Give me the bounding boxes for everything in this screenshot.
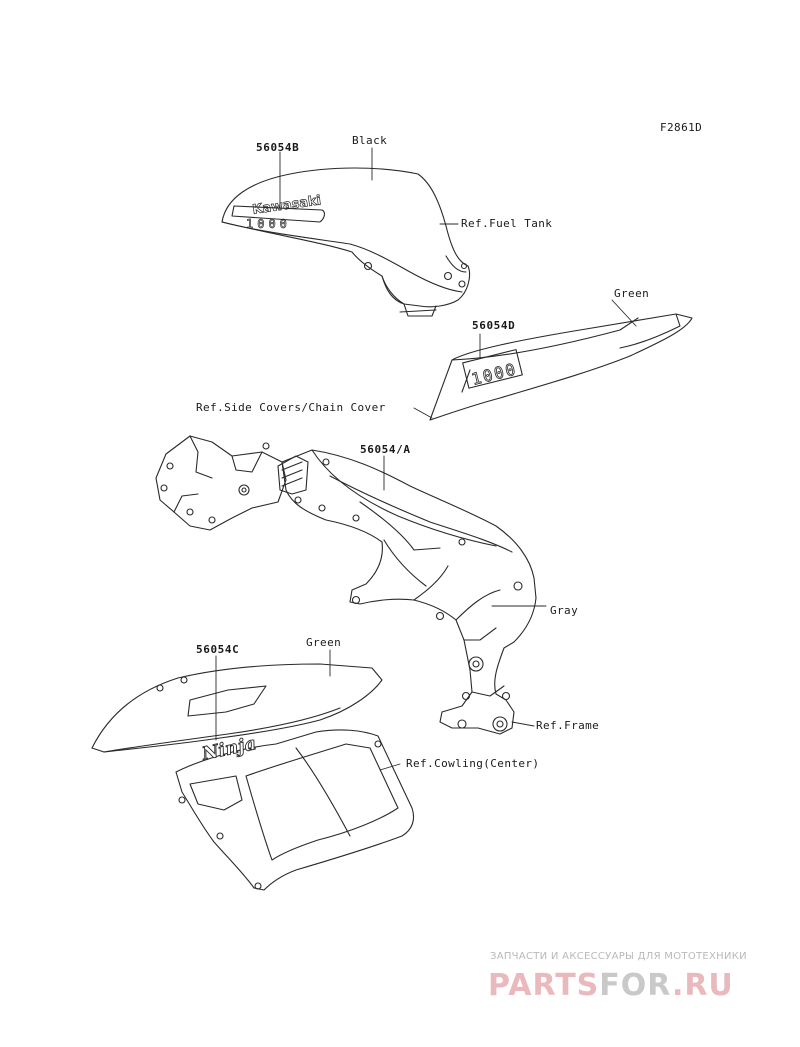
label-green-bottom: Green (306, 636, 342, 649)
cowling-bolt (180, 676, 188, 684)
cowling-bolt (156, 684, 164, 692)
label-green-top: Green (614, 287, 650, 300)
frame-bolt (513, 581, 523, 591)
fuel-tank-drawing (221, 167, 471, 317)
cowling-bolt (216, 832, 224, 840)
frame-bolt (160, 484, 168, 492)
tank-mount-bolt (363, 261, 373, 271)
frame-bolt (186, 508, 194, 516)
cowl-logo-decal: Ninja (199, 733, 258, 765)
label-56054c: 56054C (196, 643, 240, 656)
frame-bolt (501, 691, 511, 701)
cowling-upper-outline (91, 663, 383, 753)
label-56054b: 56054B (256, 141, 300, 154)
side-decal-box (462, 349, 523, 389)
frame-bolt (318, 504, 326, 512)
tank-mount-bolt (460, 262, 468, 270)
label-56054a: 56054/A (360, 443, 411, 456)
frame-bolt (208, 516, 216, 524)
frame-bolt (351, 595, 361, 605)
cowling-drawing (91, 663, 415, 891)
frame-drawing (155, 435, 537, 735)
frame-bolt (241, 487, 247, 493)
frame-bolt (166, 462, 174, 470)
tank-model-decal: 1000 (246, 217, 291, 231)
frame-bolt (458, 538, 466, 546)
frame-bolt (461, 691, 471, 701)
cowling-bolt (254, 882, 262, 890)
label-ref-frame: Ref.Frame (536, 719, 600, 732)
cowling-bolt (374, 740, 382, 748)
cowling-bolt (178, 796, 186, 804)
label-ref-cowling: Ref.Cowling(Center) (406, 757, 540, 770)
watermark-brand-ru: .RU (671, 968, 734, 1003)
fuel-tank-sill (221, 221, 463, 293)
frame-bolt (322, 458, 330, 466)
watermark-logo: PARTSFOR.RU (488, 968, 734, 1003)
watermark-tagline: ЗАПЧАСТИ И АКСЕССУАРЫ ДЛЯ МОТОТЕХНИКИ (490, 951, 747, 962)
frame-bolt (238, 484, 250, 496)
frame-bolt (472, 660, 480, 668)
frame-pivot-bolt (492, 716, 508, 732)
frame-bolt (352, 514, 360, 522)
label-56054d: 56054D (472, 319, 516, 332)
watermark-brand-for: FOR (599, 968, 672, 1003)
fuel-tank-outline (221, 167, 471, 308)
frame-main-spar (281, 449, 537, 735)
cowling-lower-outline (175, 729, 415, 891)
leader-lines (215, 147, 637, 771)
figure-id: F2861D (660, 121, 703, 134)
tank-mount-bolt (443, 271, 453, 281)
watermark-brand-parts: PARTS (488, 968, 600, 1003)
side-cover-outline (429, 313, 693, 421)
tank-mount-bolt (458, 280, 466, 288)
frame-bolt (294, 496, 302, 504)
frame-left-bracket (155, 435, 287, 531)
frame-bolt (457, 719, 467, 729)
label-ref-side-covers: Ref.Side Covers/Chain Cover (196, 401, 386, 414)
label-black: Black (352, 134, 388, 147)
frame-bolt (435, 611, 445, 621)
side-cover-drawing (429, 313, 693, 421)
label-ref-fuel-tank: Ref.Fuel Tank (461, 217, 553, 230)
frame-pivot-bolt (496, 720, 504, 728)
side-model-decal: 1000 (469, 359, 519, 389)
frame-vent (277, 455, 309, 495)
label-gray: Gray (550, 604, 579, 617)
tank-brand-decal: Kawasaki (251, 193, 322, 217)
frame-bolt (262, 442, 270, 450)
frame-bolt (468, 656, 484, 672)
